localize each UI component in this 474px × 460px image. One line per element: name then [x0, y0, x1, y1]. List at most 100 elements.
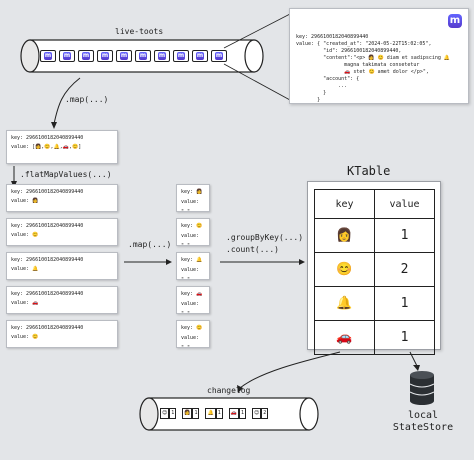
- mapped-record-card: key: 🔔value: " ": [176, 252, 210, 283]
- ktable-grid: key value 👩1😊2🔔1🚗1: [314, 189, 435, 355]
- record-value: value: 😊: [11, 232, 39, 238]
- record-value: value: " ": [181, 233, 200, 249]
- record-value: value: [👩,😊,🔔,🚗,😊]: [11, 144, 82, 150]
- toot-message-icon: m: [97, 50, 113, 62]
- record-key: key: 2966100182040899440: [11, 257, 84, 263]
- toot-message-icon: m: [59, 50, 75, 62]
- mapped-record-card: key: 👩 value: " ": [176, 184, 210, 215]
- record-value: value: " ": [181, 301, 200, 317]
- popup-line: key: 2966100182040899440: [296, 34, 369, 40]
- changelog-items: 😊1👩1🔔1🚗1😊2: [160, 408, 274, 419]
- changelog-key: 😊: [160, 408, 170, 419]
- ktable-cell-value: 1: [374, 286, 435, 321]
- changelog-label: changelog: [207, 386, 251, 395]
- ktable-cell-key: 🔔: [314, 286, 375, 321]
- popup-line: "account": {: [296, 76, 360, 82]
- changelog-key: 👩: [182, 408, 193, 419]
- changelog-value: 1: [169, 408, 177, 419]
- record-value: value: 🚗: [11, 300, 39, 306]
- ktable-header-value: value: [374, 189, 435, 219]
- flatmap-record-card: key: 2966100182040899440 value: 👩: [6, 184, 118, 212]
- record-key: key: 2966100182040899440: [11, 135, 84, 141]
- mastodon-icon: m: [215, 52, 223, 60]
- toot-message-icon: m: [192, 50, 208, 62]
- flatmap-record-card: key: 2966100182040899440 value: 😊: [6, 218, 118, 246]
- record-value: value: 👩: [11, 198, 39, 204]
- popup-line: value: { "created_at": "2024-05-22T15:02…: [296, 41, 432, 47]
- popup-line: "id": 2966100182040899440,: [296, 48, 402, 54]
- changelog-record: 🚗1: [228, 408, 246, 419]
- mastodon-icon: m: [101, 52, 109, 60]
- popup-line: }: [296, 90, 327, 96]
- mapped-record-card: key: 🚗 value: " ": [176, 286, 210, 317]
- changelog-value: 2: [261, 408, 269, 419]
- mastodon-icon: m: [139, 52, 147, 60]
- ktable-cell-key: 🚗: [314, 320, 375, 355]
- ktable-cell-value: 1: [374, 218, 435, 253]
- ktable-cell-value: 2: [374, 252, 435, 287]
- record-card-full: key: 2966100182040899440 value: [👩,😊,🔔,🚗…: [6, 130, 118, 164]
- changelog-record: 🔔1: [205, 408, 223, 419]
- op-count: .count(...): [226, 245, 279, 254]
- popup-line: 🚗 stet 😊 amet dolor </p>",: [296, 69, 429, 75]
- ktable-row: 🔔1: [314, 286, 435, 321]
- statestore-cylinder: [409, 371, 435, 405]
- record-value: value: " ": [181, 199, 200, 215]
- record-key: key: 2966100182040899440: [11, 189, 84, 195]
- ktable-row: 🚗1: [314, 320, 435, 355]
- changelog-record: 😊2: [251, 408, 269, 419]
- changelog-key: 🔔: [205, 408, 216, 419]
- live-toots-label: live-toots: [115, 27, 164, 36]
- popup-line: ...: [296, 83, 348, 89]
- toot-message-icon: m: [40, 50, 56, 62]
- record-key: key: 2966100182040899440: [11, 223, 84, 229]
- toot-message-icon: m: [116, 50, 132, 62]
- op-map-1: .map(...): [65, 95, 109, 104]
- mastodon-icon: m: [177, 52, 185, 60]
- statestore-line-2: StateStore: [392, 422, 454, 433]
- op-groupbykey: .groupByKey(...): [226, 233, 304, 242]
- mastodon-icon: m: [120, 52, 128, 60]
- record-value: value: " ": [181, 335, 200, 351]
- op-map-2: .map(...): [128, 240, 172, 249]
- changelog-record: 👩1: [182, 408, 200, 419]
- ktable: key value 👩1😊2🔔1🚗1: [307, 181, 441, 355]
- ktable-header-key: key: [314, 189, 375, 219]
- flatmap-record-card: key: 2966100182040899440 value: 🚗: [6, 286, 118, 314]
- arrow-map1: [53, 77, 81, 125]
- mapped-record-card: key: 😊 value: " ": [176, 218, 210, 249]
- changelog-value: 1: [215, 408, 223, 419]
- record-key: key: 👩: [181, 189, 203, 195]
- mapped-record-card: key: 😊 value: " ": [176, 320, 210, 351]
- toot-message-icon: m: [173, 50, 189, 62]
- record-key: key: 2966100182040899440: [11, 291, 84, 297]
- popup-line: "content":"<p> 👩 😊 diam et sadipscing 🔔: [296, 55, 451, 61]
- changelog-record: 😊1: [160, 408, 177, 419]
- statestore-line-1: local: [407, 410, 439, 421]
- record-value: value: 🔔: [11, 266, 39, 272]
- record-value: value: " ": [181, 267, 200, 283]
- record-key: key: 2966100182040899440: [11, 325, 84, 331]
- popup-line: magna takimata consetetur: [296, 62, 420, 68]
- arrow-changelog: [239, 351, 341, 389]
- record-key: key: 🚗: [181, 291, 203, 297]
- toot-message-icon: m: [211, 50, 227, 62]
- popup-line: }: [296, 97, 321, 103]
- mastodon-icon: m: [196, 52, 204, 60]
- mastodon-icon: m: [82, 52, 90, 60]
- op-flatmapvalues: .flatMapValues(...): [20, 170, 112, 179]
- ktable-cell-key: 😊: [314, 252, 375, 287]
- changelog-value: 1: [238, 408, 246, 419]
- changelog-key: 🚗: [228, 408, 239, 419]
- record-key: key: 😊: [181, 223, 203, 229]
- mastodon-icon: m: [63, 52, 71, 60]
- ktable-row: 😊2: [314, 252, 435, 287]
- statestore-label: local StateStore: [388, 410, 458, 434]
- toot-message-icon: m: [78, 50, 94, 62]
- record-key: key: 😊: [181, 325, 203, 331]
- mastodon-icon: m: [158, 52, 166, 60]
